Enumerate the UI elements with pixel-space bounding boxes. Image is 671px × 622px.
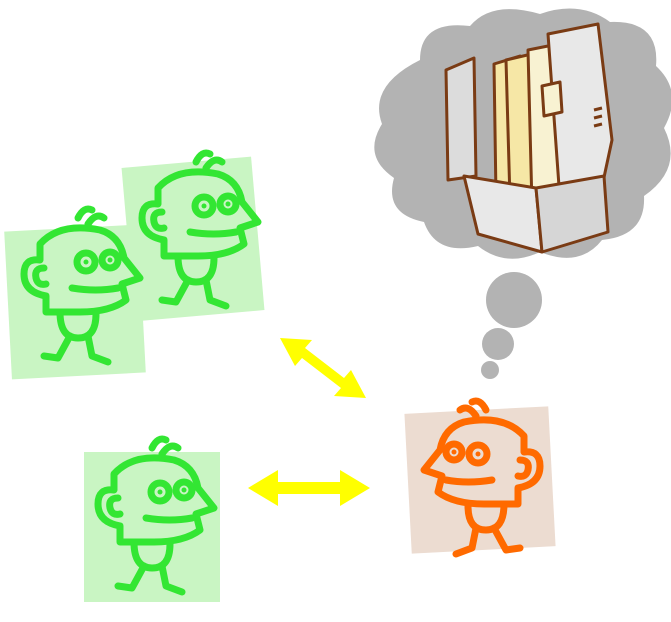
double-arrow-icon xyxy=(280,338,366,398)
thought-bubble-medium xyxy=(482,328,514,360)
thought-bubble-large xyxy=(486,272,542,328)
double-arrow-icon xyxy=(248,470,370,506)
thought-bubble-small xyxy=(481,361,499,379)
